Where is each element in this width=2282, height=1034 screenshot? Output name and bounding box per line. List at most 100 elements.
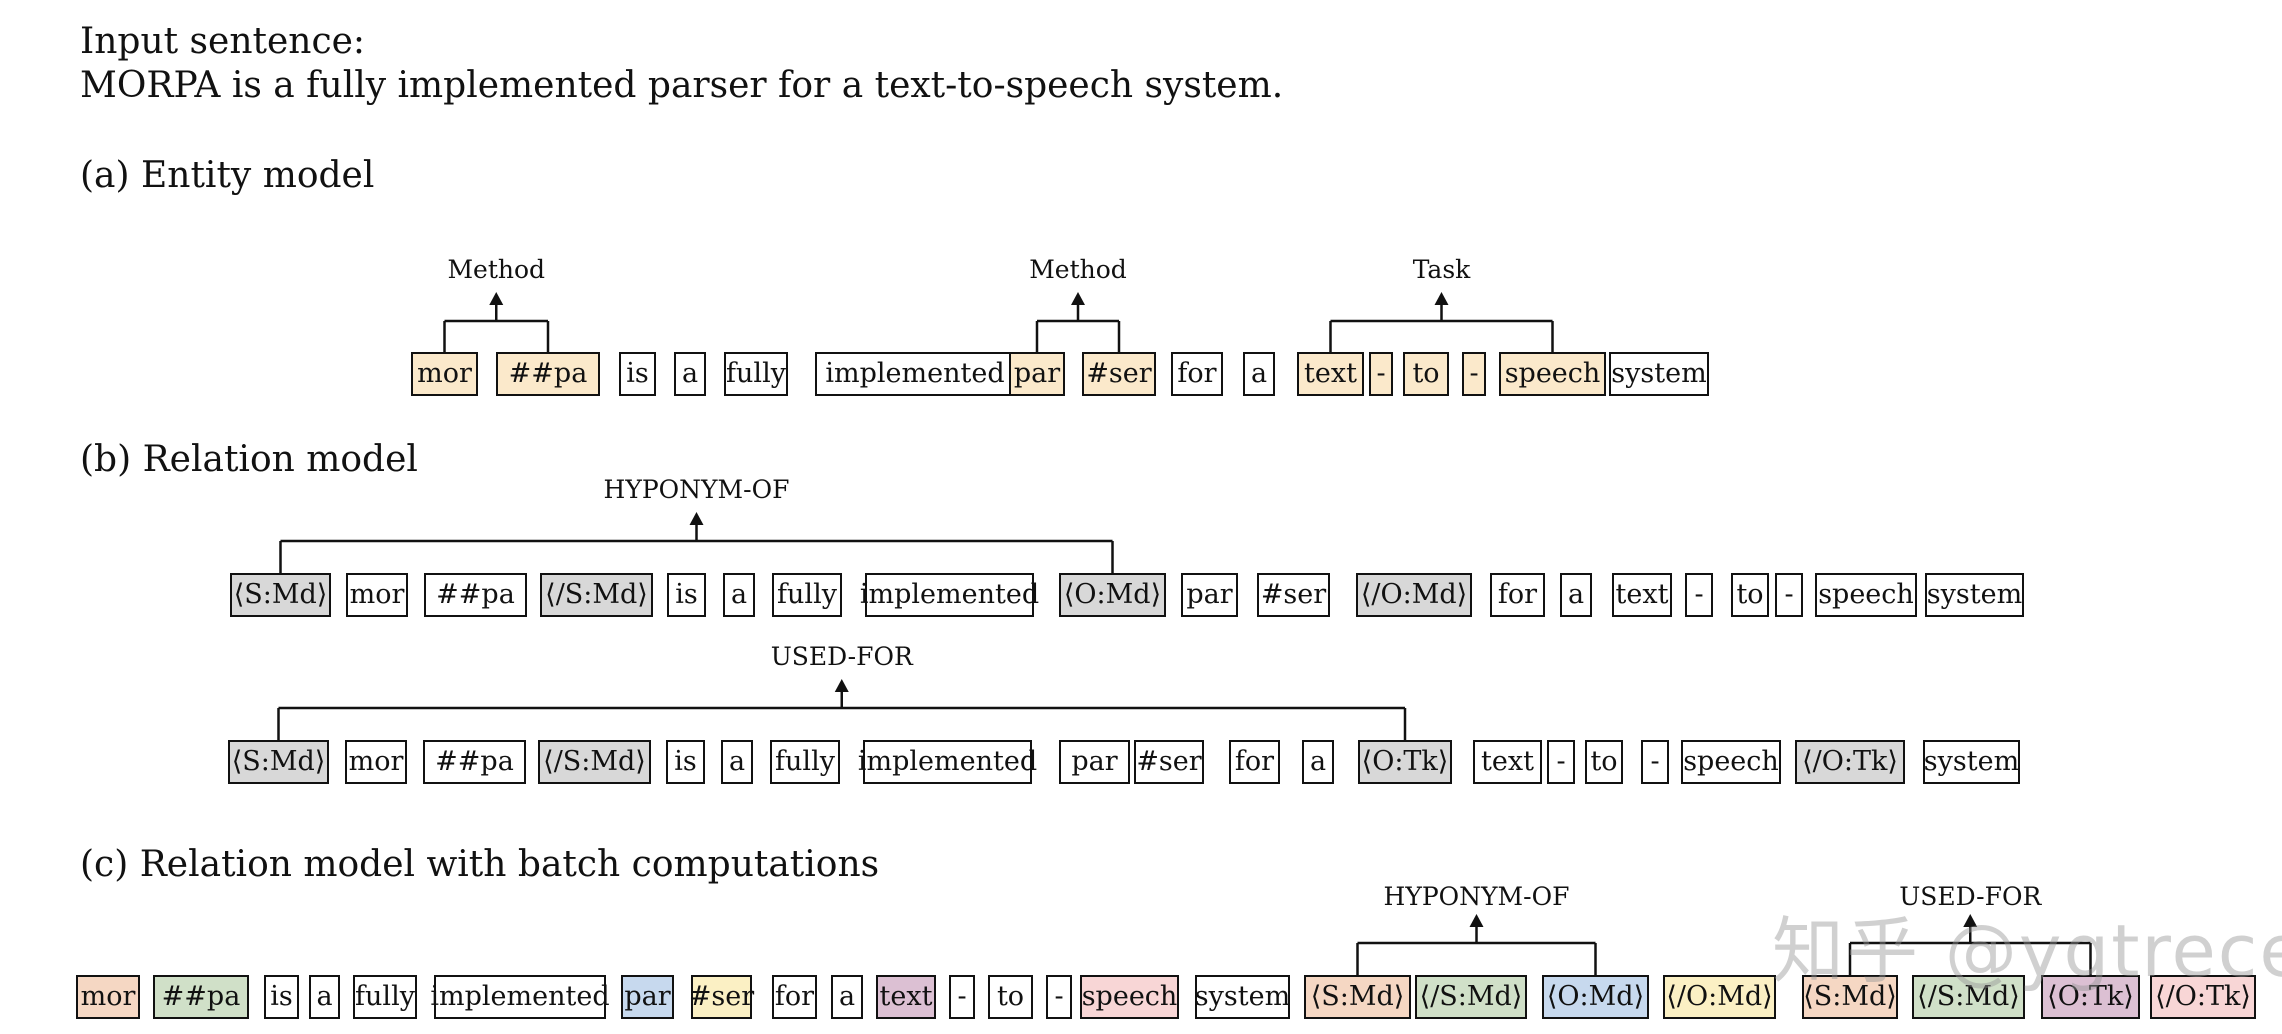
token-box: speech: [1080, 975, 1179, 1019]
token-box: par: [1181, 573, 1238, 617]
token-box: is: [264, 975, 299, 1019]
token-box: ⟨/O:Tk⟩: [2150, 975, 2256, 1019]
token-box: speech: [1815, 573, 1917, 617]
arrow-label: USED-FOR: [1899, 882, 2042, 911]
token-box: mor: [411, 352, 478, 396]
token-box: ⟨O:Tk⟩: [1358, 740, 1452, 784]
arrow-label: USED-FOR: [770, 642, 913, 671]
token-box: for: [1490, 573, 1545, 617]
token-box: mor: [76, 975, 140, 1019]
token-box: a: [1560, 573, 1592, 617]
token-box: mor: [345, 740, 407, 784]
token-box: ⟨/S:Md⟩: [540, 573, 653, 617]
token-box: mor: [346, 573, 408, 617]
arrow-head-icon: [834, 679, 849, 692]
token-box: -: [1775, 573, 1803, 617]
token-box: ⟨O:Md⟩: [1542, 975, 1649, 1019]
token-box: a: [831, 975, 863, 1019]
token-box: par: [621, 975, 674, 1019]
token-box: to: [1585, 740, 1623, 784]
token-box: #ser: [1257, 573, 1330, 617]
token-box: a: [723, 573, 755, 617]
token-box: to: [1403, 352, 1449, 396]
token-box: for: [772, 975, 817, 1019]
arrow-label: HYPONYM-OF: [1383, 882, 1570, 911]
token-box: ⟨S:Md⟩: [228, 740, 329, 784]
token-box: ⟨/S:Md⟩: [1912, 975, 2025, 1019]
token-box: a: [1243, 352, 1275, 396]
watermark: 知乎 @ygtrece: [1772, 909, 2282, 993]
token-box: #ser: [1082, 352, 1156, 396]
token-box: for: [1229, 740, 1280, 784]
token-box: #ser: [689, 975, 754, 1019]
token-box: fully: [724, 352, 788, 396]
token-box: to: [1731, 573, 1769, 617]
input-heading: Input sentence:: [80, 21, 366, 62]
token-box: ##pa: [496, 352, 600, 396]
token-box: fully: [772, 573, 842, 617]
token-box: implemented: [858, 740, 1037, 784]
arrow-head-icon: [689, 512, 704, 525]
token-box: for: [1171, 352, 1223, 396]
token-box: system: [1195, 975, 1290, 1019]
token-box: implemented: [860, 573, 1039, 617]
token-box: text: [876, 975, 936, 1019]
token-box: ⟨O:Md⟩: [1059, 573, 1166, 617]
token-box: -: [1046, 975, 1072, 1019]
token-box: text: [1612, 573, 1672, 617]
token-box: #ser: [1134, 740, 1204, 784]
token-box: system: [1925, 573, 2024, 617]
token-box: -: [949, 975, 975, 1019]
section-title-relation-model: (b) Relation model: [80, 439, 418, 480]
token-box: system: [1609, 352, 1709, 396]
arrow-label: Method: [447, 255, 546, 284]
token-box: ##pa: [153, 975, 249, 1019]
arrow-head-icon: [1434, 292, 1449, 305]
token-box: implemented: [815, 352, 1015, 396]
token-box: ⟨/O:Md⟩: [1356, 573, 1472, 617]
token-box: to: [988, 975, 1033, 1019]
token-box: -: [1547, 740, 1575, 784]
input-sentence: MORPA is a fully implemented parser for …: [80, 65, 1284, 106]
token-box: par: [1009, 352, 1065, 396]
token-box: text: [1473, 740, 1542, 784]
token-box: ⟨/O:Md⟩: [1663, 975, 1776, 1019]
token-box: a: [1302, 740, 1334, 784]
arrow-head-icon: [489, 292, 504, 305]
token-box: -: [1685, 573, 1713, 617]
token-box: ⟨/S:Md⟩: [1415, 975, 1527, 1019]
token-box: is: [619, 352, 656, 396]
arrow-label: Task: [1412, 255, 1471, 284]
token-box: a: [309, 975, 340, 1019]
token-box: fully: [770, 740, 840, 784]
arrow-head-icon: [1963, 914, 1978, 927]
token-box: -: [1641, 740, 1669, 784]
arrow-label: Method: [1029, 255, 1127, 284]
token-box: ⟨S:Md⟩: [230, 573, 331, 617]
token-box: implemented: [430, 975, 610, 1019]
token-box: system: [1923, 740, 2020, 784]
token-box: ⟨O:Tk⟩: [2041, 975, 2140, 1019]
token-box: a: [721, 740, 753, 784]
token-box: ##pa: [423, 740, 526, 784]
arrow-label: HYPONYM-OF: [603, 475, 790, 504]
token-box: ⟨S:Md⟩: [1304, 975, 1411, 1019]
arrow-head-icon: [1071, 292, 1085, 305]
section-title-entity-model: (a) Entity model: [80, 155, 375, 196]
arrow-head-icon: [1469, 914, 1484, 927]
token-box: -: [1462, 352, 1486, 396]
token-box: -: [1369, 352, 1393, 396]
token-box: ⟨/S:Md⟩: [538, 740, 651, 784]
token-box: par: [1059, 740, 1130, 784]
token-box: ⟨S:Md⟩: [1802, 975, 1898, 1019]
token-box: ⟨/O:Tk⟩: [1795, 740, 1905, 784]
token-box: speech: [1681, 740, 1781, 784]
token-box: is: [667, 573, 706, 617]
token-box: fully: [353, 975, 417, 1019]
token-box: text: [1297, 352, 1364, 396]
